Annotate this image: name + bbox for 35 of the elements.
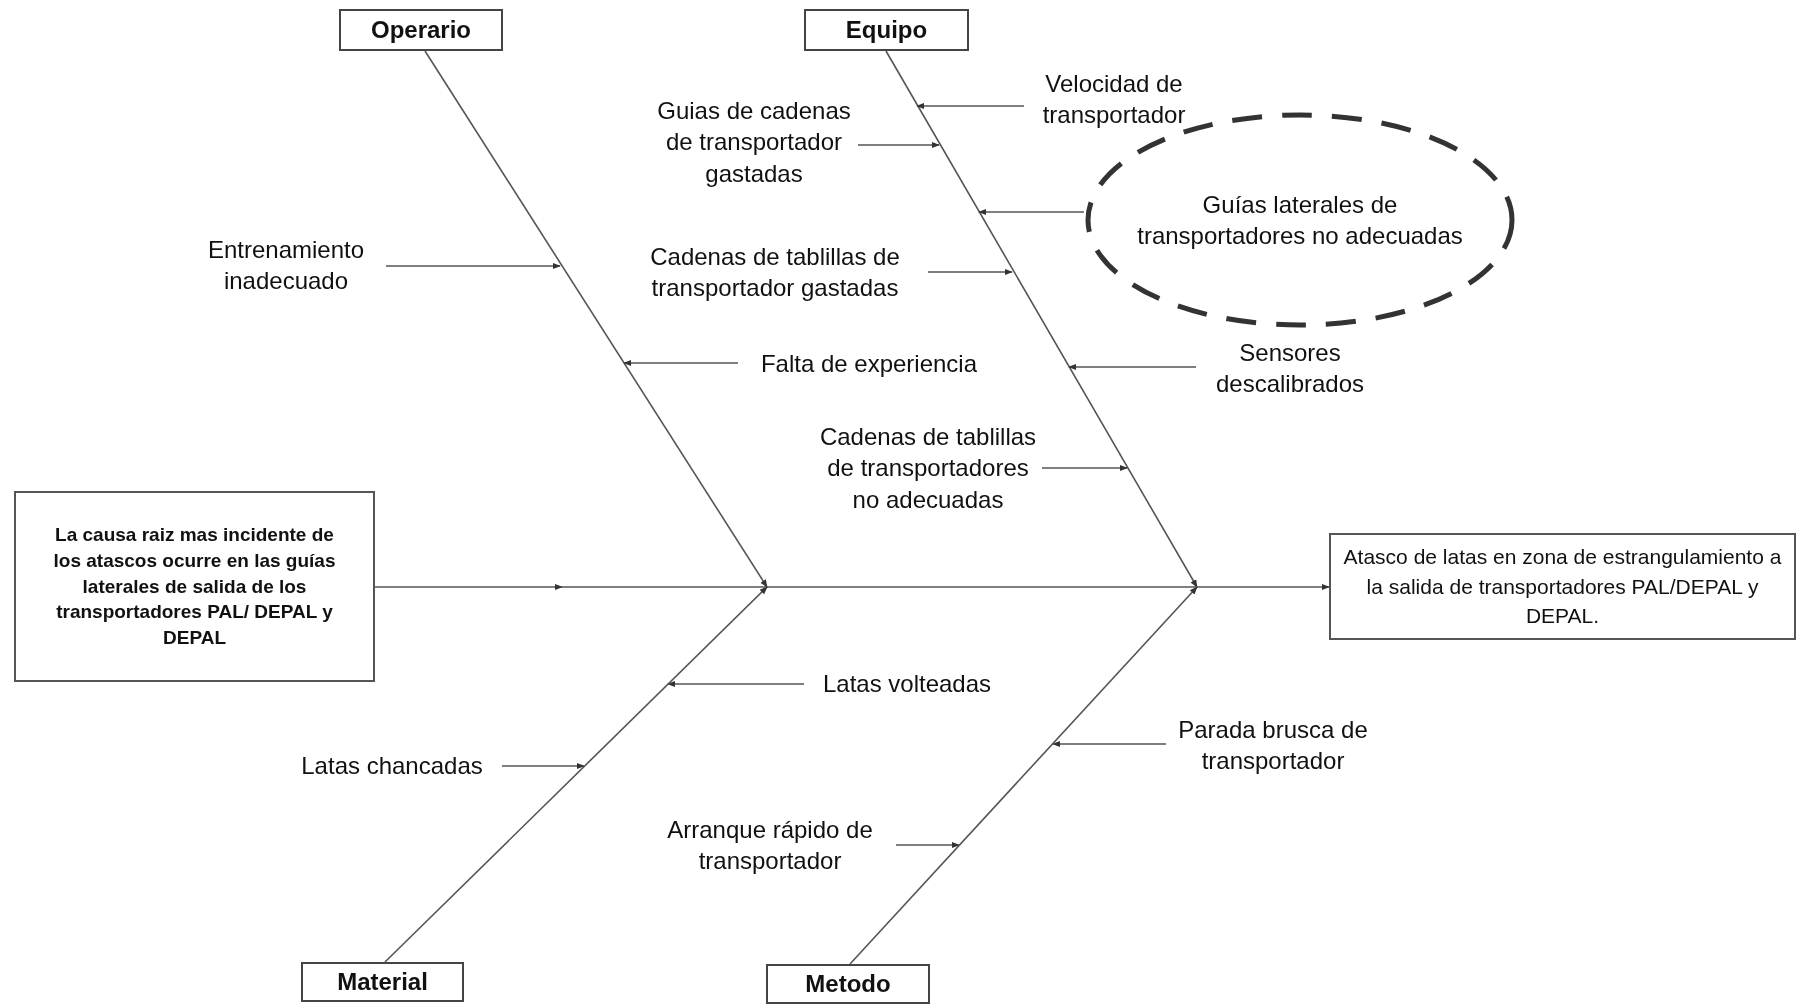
arrow	[501, 762, 585, 770]
arrow	[1041, 464, 1128, 472]
category-box: Metodo	[766, 964, 930, 1004]
category-box: Material	[301, 962, 464, 1002]
cause-label: Falta de experiencia	[738, 346, 1000, 382]
category-box: Operario	[339, 9, 503, 51]
cause-label: Velocidad de transportador	[1024, 64, 1204, 134]
cause-label: Guias de cadenas de transportador gastadas	[650, 92, 858, 192]
problem-box: Atasco de latas en zona de estrangulamiento a la salida de transportadores PAL/DEPAL y DEPAL.	[1329, 533, 1796, 640]
cause-label: Cadenas de tablillas de transportador gastadas	[622, 222, 928, 322]
arrow	[623, 359, 739, 367]
arrow	[895, 841, 960, 849]
bone-arrow	[885, 50, 1198, 588]
cause-label: Cadenas de tablillas de transportadores no adecuadas	[814, 418, 1042, 518]
arrow	[927, 268, 1013, 276]
root-cause-box: La causa raiz mas incidente de los atascos ocurre en las guías laterales de salida de los transportadores PAL/ DEPAL y DEPAL	[14, 491, 375, 682]
cause-label: Sensores descalibrados	[1196, 333, 1384, 403]
bone-arrow	[849, 586, 1198, 965]
cause-label: Latas chancadas	[282, 748, 502, 784]
arrow	[1052, 740, 1167, 748]
cause-label: Arranque rápido de transportador	[644, 810, 896, 880]
bone-arrow	[384, 586, 768, 963]
category-box: Equipo	[804, 9, 969, 51]
cause-label: Guías laterales de transportadores no adecuadas	[1136, 189, 1464, 251]
arrow	[978, 208, 1085, 216]
cause-label: Latas volteadas	[804, 666, 1010, 702]
bone-arrow	[424, 50, 768, 588]
arrow	[667, 680, 805, 688]
arrow	[857, 141, 940, 149]
arrow	[1068, 363, 1197, 371]
cause-label: Parada brusca de transportador	[1166, 710, 1380, 780]
arrow	[385, 262, 561, 270]
spine-arrow	[374, 584, 1330, 590]
arrow	[916, 102, 1025, 110]
cause-label: Entrenamiento inadecuado	[186, 230, 386, 300]
